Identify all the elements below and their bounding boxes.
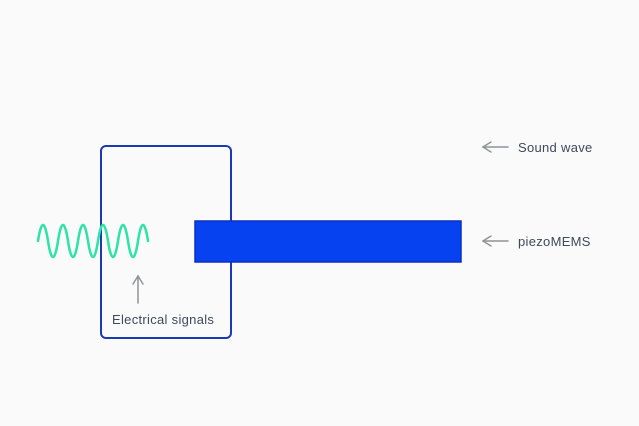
electrical-signals-arrow-icon <box>132 274 144 304</box>
piezomems-label: piezoMEMS <box>518 234 591 249</box>
piezomems-beam <box>194 220 462 263</box>
piezomems-arrow-icon <box>481 235 509 247</box>
electrical-signal-wave-icon <box>36 223 150 259</box>
sound-wave-label: Sound wave <box>518 140 593 155</box>
sound-wave-arrow-icon <box>481 141 509 153</box>
electrical-signals-label: Electrical signals <box>112 312 215 327</box>
